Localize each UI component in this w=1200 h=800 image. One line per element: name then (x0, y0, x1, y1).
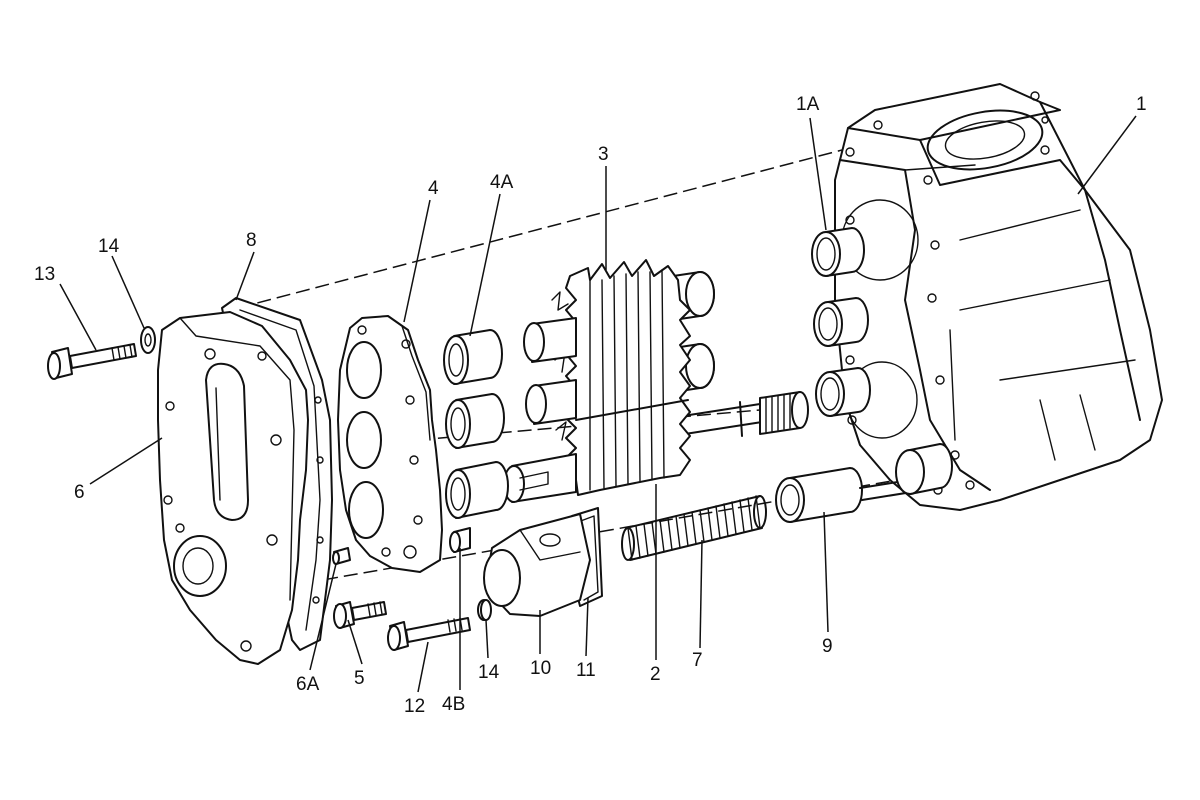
long-bolt (387, 599, 492, 651)
bushings (443, 329, 509, 553)
leader-lines (59, 115, 1137, 693)
callout-8: 8 (246, 230, 257, 251)
valve-body (477, 507, 603, 621)
cover-plate (157, 311, 309, 665)
callout-13: 13 (34, 264, 55, 285)
relief-spring (621, 495, 767, 561)
short-bolt (333, 601, 387, 629)
callout-6a: 6A (296, 674, 320, 695)
cover-bolt (47, 326, 156, 380)
dowel-pin (332, 547, 351, 565)
callout-14-upper: 14 (98, 236, 120, 257)
callout-14-lower: 14 (478, 662, 500, 683)
callout-1a: 1A (796, 94, 820, 115)
callout-10: 10 (530, 658, 551, 679)
drive-gear-shaft (669, 391, 809, 437)
callout-4b: 4B (442, 694, 465, 715)
callout-9: 9 (822, 636, 833, 657)
callout-11: 11 (576, 660, 596, 681)
valve-sleeve (775, 443, 953, 523)
callout-7: 7 (692, 650, 703, 671)
callout-1: 1 (1136, 94, 1147, 115)
callout-2: 2 (650, 664, 661, 685)
housing-bushings (811, 227, 871, 417)
callout-labels: 1 1A 2 3 4 4A 4B 5 6 6A 7 8 9 10 11 12 1… (34, 94, 1147, 717)
gear-plate (337, 315, 443, 573)
callout-6: 6 (74, 482, 85, 503)
callout-5: 5 (354, 668, 365, 689)
callout-4a: 4A (490, 172, 514, 193)
gear-pair (503, 259, 715, 503)
callout-3: 3 (598, 144, 609, 165)
callout-12: 12 (404, 696, 425, 717)
callout-4: 4 (428, 178, 439, 199)
